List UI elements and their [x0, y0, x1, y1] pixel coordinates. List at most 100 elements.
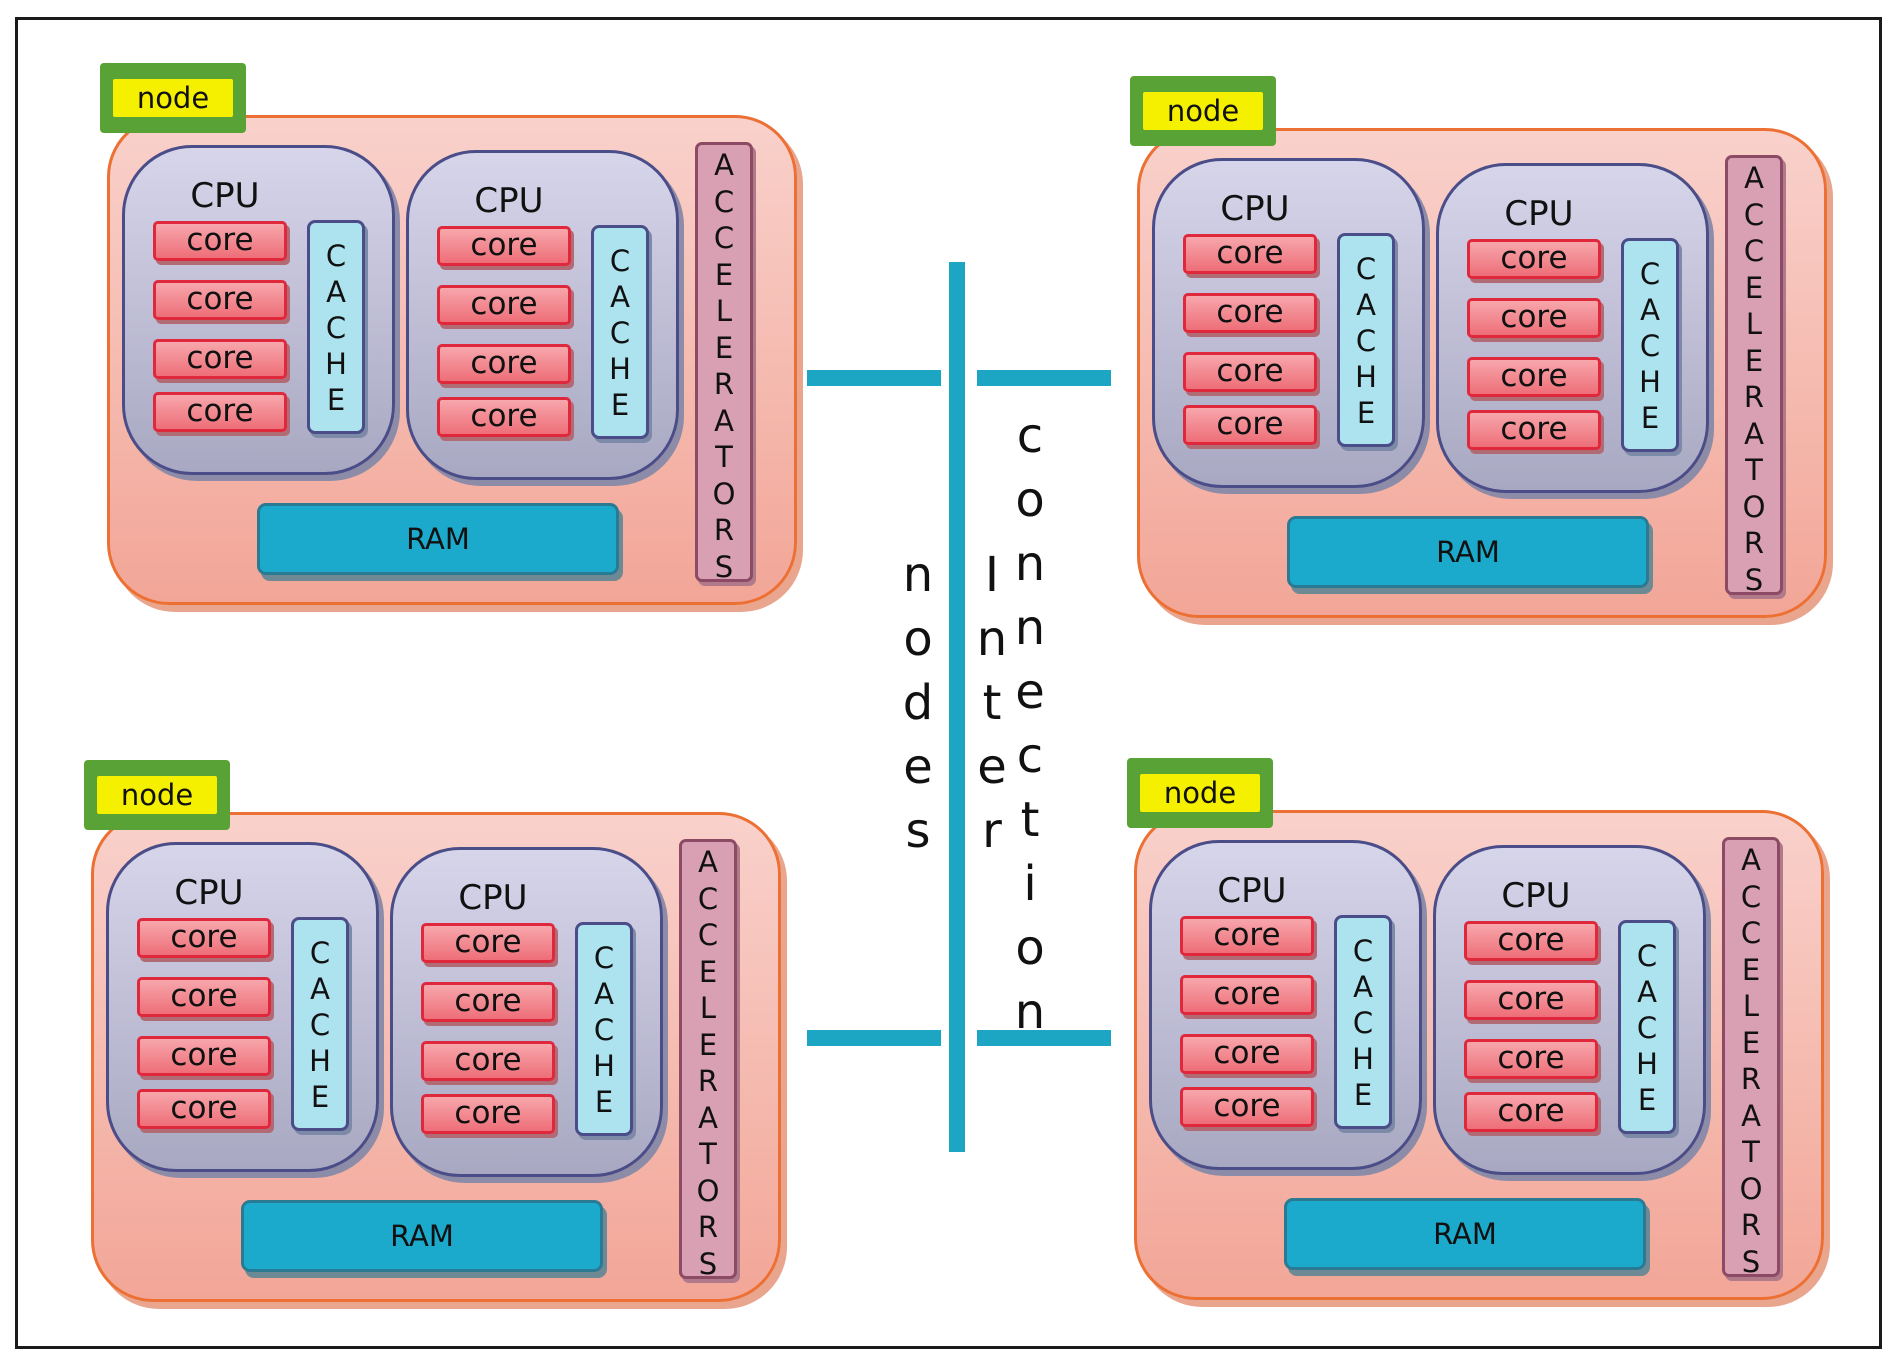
- letter: e: [903, 739, 933, 795]
- core: core: [1464, 980, 1598, 1020]
- letter: s: [905, 803, 931, 859]
- letter: t: [1020, 792, 1040, 848]
- accel-letter: T: [715, 440, 733, 474]
- diagram-frame: [15, 17, 1882, 1349]
- letter: n: [976, 611, 1008, 667]
- cache-letter: A: [610, 280, 630, 314]
- cache-letter: E: [1353, 1078, 1373, 1112]
- ram: RAM: [241, 1200, 603, 1272]
- accel-letter: C: [697, 918, 719, 952]
- accel-letter: R: [713, 367, 735, 401]
- accel-letter: E: [714, 257, 734, 292]
- cpu-label: CPU: [1217, 871, 1287, 911]
- cache-letter: E: [594, 1085, 614, 1119]
- link-top-left: [807, 370, 941, 386]
- accel-letter: T: [699, 1137, 717, 1171]
- accel-letter: R: [713, 513, 735, 547]
- cache-letter: C: [325, 239, 347, 273]
- node-tag-label: node: [113, 79, 233, 117]
- cache-letter: E: [610, 388, 630, 422]
- accel-letter: T: [1745, 453, 1763, 487]
- accel-letter: O: [696, 1173, 720, 1208]
- accel-letter: L: [1742, 989, 1760, 1023]
- cache-letter: H: [1636, 1047, 1658, 1081]
- accel-letter: E: [698, 1027, 718, 1062]
- accel-letter: C: [1740, 879, 1762, 914]
- cache-letter: A: [310, 972, 330, 1006]
- core: core: [1183, 352, 1317, 392]
- cpu-label: CPU: [458, 878, 528, 918]
- letter: I: [984, 547, 1000, 603]
- cache-letter: E: [1637, 1083, 1657, 1117]
- accel-letter: A: [714, 148, 734, 182]
- ram: RAM: [1284, 1198, 1646, 1270]
- letter: c: [1016, 408, 1044, 464]
- letter: e: [977, 739, 1007, 795]
- letter: r: [982, 803, 1002, 859]
- cache-letter: A: [1640, 293, 1660, 327]
- accel-letter: O: [1739, 1171, 1763, 1206]
- letter: n: [1014, 536, 1046, 592]
- core: core: [1467, 357, 1601, 397]
- cache-letter: A: [1356, 288, 1376, 322]
- cache-letter: C: [1352, 934, 1374, 968]
- cache-letter: A: [326, 275, 346, 309]
- accel-letter: E: [1741, 1025, 1761, 1060]
- accel-letter: S: [1741, 1244, 1761, 1279]
- cache-letter: C: [593, 1013, 615, 1047]
- letter: e: [1015, 664, 1045, 720]
- accel-letter: A: [1744, 161, 1764, 195]
- core: core: [153, 221, 287, 261]
- cache-letter: C: [1639, 329, 1661, 363]
- core: core: [1180, 1034, 1314, 1074]
- accel-letter: A: [1741, 1098, 1761, 1133]
- interconnect-bus: [949, 262, 965, 1152]
- cpu-label: CPU: [1504, 194, 1574, 234]
- core: core: [421, 982, 555, 1022]
- letter: c: [1016, 728, 1044, 784]
- accel-letter: C: [713, 184, 735, 219]
- core: core: [1464, 921, 1598, 961]
- cache-letter: E: [310, 1080, 330, 1114]
- core: core: [421, 1094, 555, 1134]
- accel-letter: E: [714, 330, 734, 365]
- cache-letter: E: [1356, 396, 1376, 430]
- core: core: [1467, 239, 1601, 279]
- core: core: [437, 226, 571, 266]
- cache-letter: C: [309, 1008, 331, 1042]
- cache-letter: C: [609, 244, 631, 278]
- accel-letter: C: [1743, 197, 1765, 232]
- core: core: [1183, 293, 1317, 333]
- node-tag: node: [1130, 76, 1276, 146]
- link-top-right: [977, 370, 1111, 386]
- core: core: [437, 344, 571, 384]
- node-tag-label: node: [97, 776, 217, 814]
- accel-letter: C: [713, 221, 735, 255]
- letter: n: [1014, 600, 1046, 656]
- core: core: [1180, 975, 1314, 1015]
- cache-letter: C: [1352, 1006, 1374, 1040]
- accel-letter: L: [715, 294, 733, 328]
- core: core: [1464, 1092, 1598, 1132]
- node-tag: node: [100, 63, 246, 133]
- cpu-label: CPU: [174, 873, 244, 913]
- node-tag-label: node: [1140, 774, 1260, 812]
- cache-letter: C: [1355, 324, 1377, 358]
- accel-letter: R: [1740, 1062, 1762, 1096]
- label-inter: I n t e r: [962, 543, 1022, 863]
- accel-letter: O: [1742, 489, 1766, 524]
- cache-letter: H: [309, 1044, 331, 1078]
- accel-letter: A: [698, 845, 718, 879]
- cache-letter: C: [309, 936, 331, 970]
